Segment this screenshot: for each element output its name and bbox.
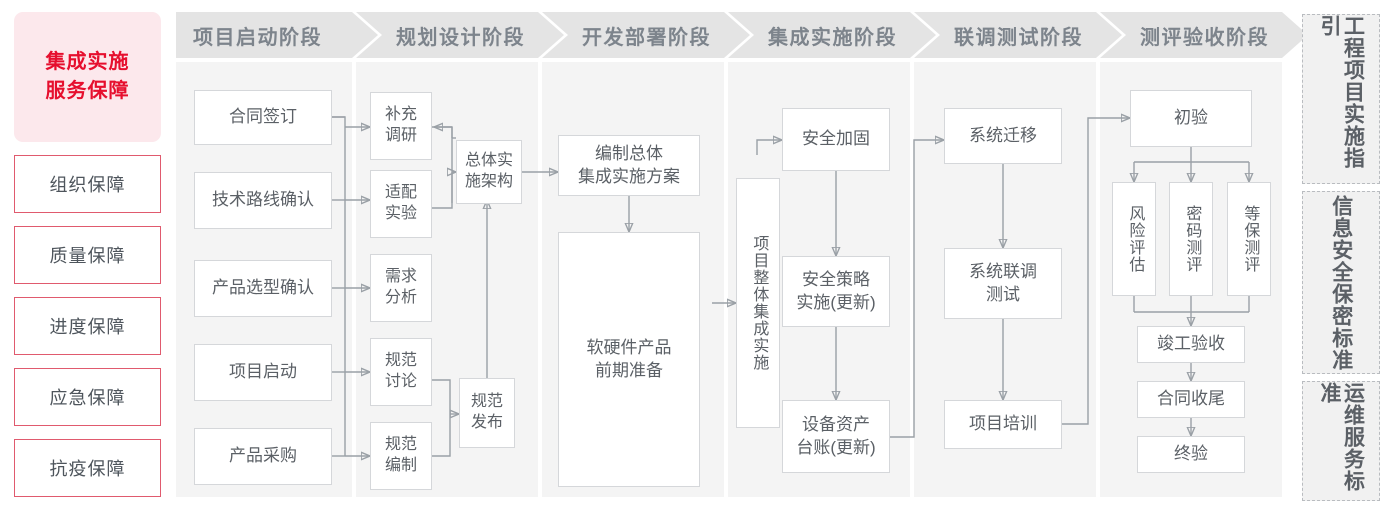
node-product-procurement[interactable]: 产品采购 [194,428,332,485]
node-spec-drafting[interactable]: 规范 编制 [370,422,432,490]
node-product-model-confirm[interactable]: 产品选型确认 [194,260,332,317]
standard-label-engineering-guideline: 工程项目实施指引 [1318,15,1365,169]
node-completion-acceptance[interactable]: 竣工验收 [1137,326,1245,363]
node-risk-assessment[interactable]: 风险评估 [1112,182,1156,296]
node-asset-ledger-update[interactable]: 设备资产 台账(更新) [782,400,890,473]
guarantee-hero-text: 集成实施 服务保障 [46,48,130,106]
node-adaptation-experiment[interactable]: 适配 实验 [370,170,432,238]
node-requirement-analysis[interactable]: 需求 分析 [370,254,432,322]
guarantee-item-organization[interactable]: 组织保障 [14,155,161,213]
standard-label-infosec-standard: 信息安全保密标准 [1329,194,1353,371]
guarantee-hero: 集成实施 服务保障 [14,12,161,142]
node-supplementary-research[interactable]: 补充 调研 [370,92,432,160]
guarantee-hero-line1: 集成实施 [45,51,130,73]
node-final-acceptance[interactable]: 终验 [1137,436,1245,473]
node-system-joint-debug-test[interactable]: 系统联调 测试 [944,248,1062,319]
phase-header-p4[interactable]: 集成实施阶段 [728,12,936,58]
node-spec-release[interactable]: 规范 发布 [459,378,515,448]
guarantee-item-schedule[interactable]: 进度保障 [14,297,161,355]
node-overall-implementation-architecture[interactable]: 总体实 施架构 [456,140,522,204]
standard-label-ops-service-standard: 运维服务标准 [1318,382,1365,492]
node-project-training[interactable]: 项目培训 [944,400,1062,449]
node-spec-discussion[interactable]: 规范 讨论 [370,338,432,406]
phase-header-p6[interactable]: 测评验收阶段 [1100,12,1308,58]
node-contract-signing[interactable]: 合同签订 [194,90,332,145]
node-draft-overall-integration-plan[interactable]: 编制总体 集成实施方案 [558,135,700,196]
node-security-policy-implementation[interactable]: 安全策略 实施(更新) [782,256,890,327]
phase-header-p2[interactable]: 规划设计阶段 [356,12,564,58]
guarantee-item-quality[interactable]: 质量保障 [14,226,161,284]
standard-box-infosec-standard[interactable]: 信息安全保密标准 [1302,191,1380,374]
guarantee-hero-line2: 服务保障 [45,80,130,102]
guarantee-item-emergency[interactable]: 应急保障 [14,368,161,426]
node-preliminary-acceptance[interactable]: 初验 [1130,90,1252,147]
node-mlps-eval[interactable]: 等保测评 [1227,182,1271,296]
node-project-kickoff[interactable]: 项目启动 [194,344,332,401]
standard-box-engineering-guideline[interactable]: 工程项目实施指引 [1302,14,1380,184]
phase-header-p5[interactable]: 联调测试阶段 [914,12,1122,58]
node-cryptography-eval[interactable]: 密码测评 [1169,182,1213,296]
node-system-migration[interactable]: 系统迁移 [944,108,1062,164]
guarantee-item-epidemic[interactable]: 抗疫保障 [14,439,161,497]
node-contract-closeout[interactable]: 合同收尾 [1137,381,1245,418]
phase-header-p1[interactable]: 项目启动阶段 [176,12,378,58]
standard-box-ops-service-standard[interactable]: 运维服务标准 [1302,381,1380,501]
node-tech-route-confirm[interactable]: 技术路线确认 [194,172,332,229]
node-overall-project-integration[interactable]: 项目整体集成实施 [736,178,780,428]
node-security-hardening[interactable]: 安全加固 [782,108,890,171]
phase-header-p3[interactable]: 开发部署阶段 [542,12,750,58]
node-hw-sw-preparation[interactable]: 软硬件产品 前期准备 [558,232,700,487]
